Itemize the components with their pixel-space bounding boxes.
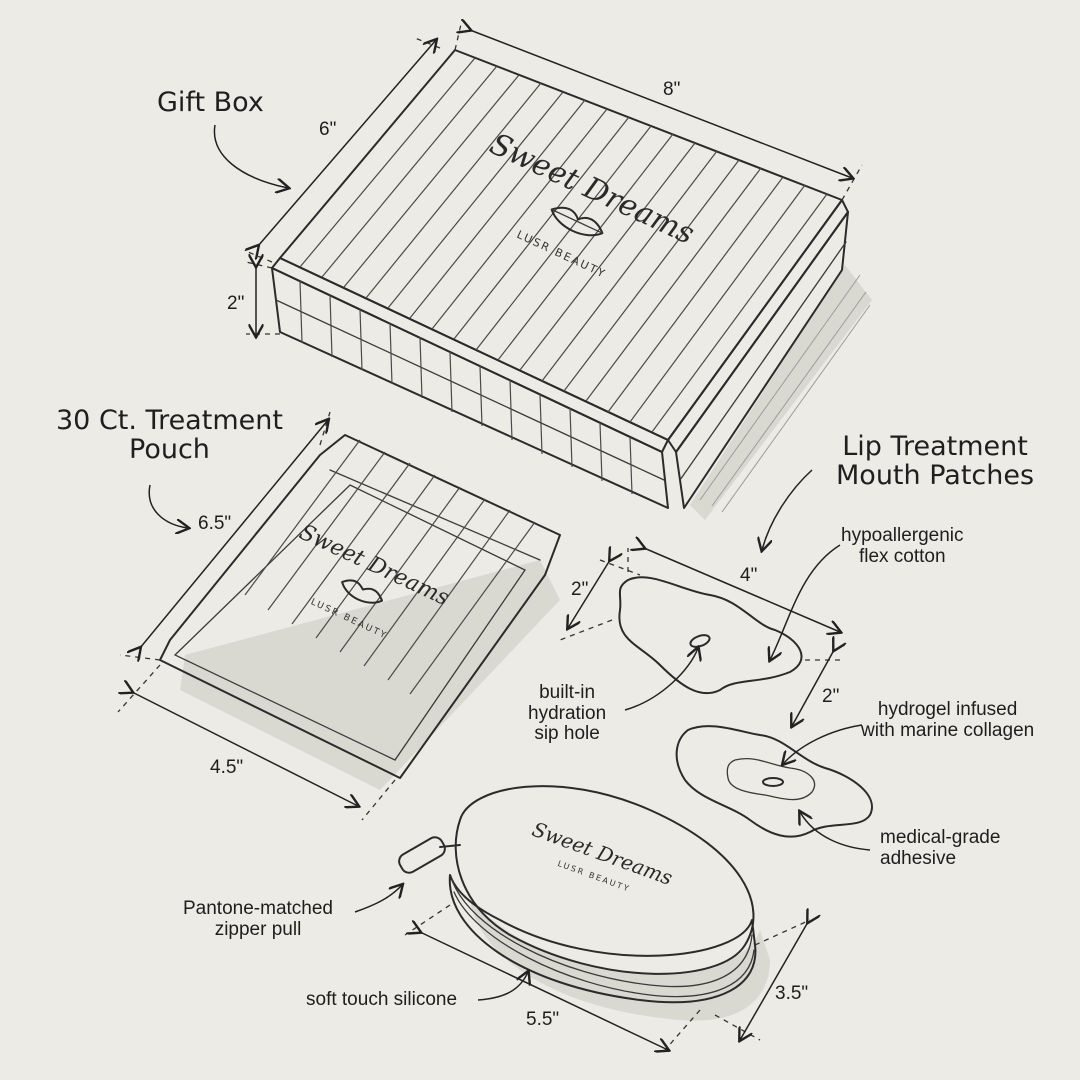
hypoallergenic-arrow bbox=[770, 544, 841, 660]
pouch-height-text: 6.5" bbox=[198, 513, 232, 534]
mouth-patch-bottom bbox=[675, 725, 873, 838]
gift-box-lid bbox=[279, 49, 843, 441]
box-width-dimension-line bbox=[258, 40, 436, 246]
patch-height-bottom-dimension-line bbox=[792, 650, 834, 726]
patch-height-1-text: 2" bbox=[571, 579, 589, 600]
mouth-patch-top bbox=[618, 576, 803, 695]
box-width-text: 6" bbox=[319, 119, 337, 140]
hydrogel-arrow bbox=[783, 724, 863, 764]
gift-box-shadow bbox=[690, 265, 872, 520]
case-depth-text: 3.5" bbox=[775, 983, 809, 1004]
gift-box-side bbox=[675, 211, 849, 509]
gift-box-arrow bbox=[213, 124, 288, 188]
patch-height-2-text: 2" bbox=[822, 686, 840, 707]
gift-box-seam bbox=[275, 299, 665, 481]
gift-box-side-seam bbox=[679, 241, 847, 481]
sip-hole-bottom bbox=[762, 777, 784, 787]
silicone-case: Sweet Dreams LUSR BEAUTY bbox=[398, 785, 770, 1021]
pouch-width-dimension-line bbox=[132, 692, 358, 806]
silicone-callout: soft touch silicone bbox=[306, 989, 458, 1010]
callout-arrows bbox=[148, 124, 871, 1001]
case-width-text: 5.5" bbox=[526, 1009, 560, 1030]
case-width-dimension-line bbox=[420, 932, 668, 1050]
zipper-callout: Pantone-matched zipper pull bbox=[183, 898, 333, 940]
gift-box-dimensions bbox=[246, 20, 863, 336]
box-length-text: 8" bbox=[663, 79, 681, 100]
case-shadow bbox=[470, 900, 770, 1021]
case-dimensions bbox=[404, 904, 810, 1050]
lips-logo-icon bbox=[550, 206, 604, 237]
adhesive-arrow bbox=[800, 812, 871, 851]
sip-hole-arrow bbox=[624, 648, 698, 711]
pouch-lips-icon bbox=[341, 579, 383, 604]
zipper-pull-icon bbox=[398, 836, 461, 874]
pouch-dimensions bbox=[117, 411, 396, 821]
case-logo: Sweet Dreams LUSR BEAUTY bbox=[529, 817, 676, 894]
adhesive-callout: medical-grade adhesive bbox=[880, 827, 1001, 869]
patch-width-text: 4" bbox=[740, 565, 758, 586]
zipper-arrow bbox=[354, 885, 402, 913]
treatment-pouch-label: 30 Ct. Treatment Pouch bbox=[56, 405, 283, 466]
gift-box-label: Gift Box bbox=[157, 87, 264, 118]
gift-box-shadow-hatch bbox=[699, 274, 871, 513]
hydrogel-inner-pad bbox=[726, 758, 816, 801]
mouth-patch-top-shape bbox=[618, 576, 803, 695]
pouch-zip-seal bbox=[329, 469, 541, 561]
box-length-dimension-line bbox=[470, 30, 852, 178]
box-height-text: 2" bbox=[227, 293, 245, 314]
sip-hole-callout: built-in hydration sip hole bbox=[528, 682, 607, 745]
mouth-patch-bottom-shape bbox=[675, 725, 873, 838]
gift-box-front bbox=[271, 267, 669, 509]
pouch-width-text: 4.5" bbox=[210, 757, 244, 778]
mouth-patches-arrow bbox=[762, 469, 813, 550]
gift-box-logo: Sweet Dreams LUSR BEAUTY bbox=[484, 127, 699, 281]
case-depth-dimension-line bbox=[740, 922, 808, 1040]
pouch-arrow bbox=[148, 484, 188, 528]
pouch-brand-name: Sweet Dreams bbox=[295, 520, 453, 611]
gift-box-front-stripes bbox=[299, 280, 633, 495]
mouth-patches-label: Lip Treatment Mouth Patches bbox=[836, 431, 1035, 492]
gift-box: Sweet Dreams LUSR BEAUTY bbox=[271, 49, 872, 520]
pouch-height-dimension-line bbox=[140, 420, 328, 648]
patch-height-top-dimension-line bbox=[568, 560, 610, 628]
patch-dimensions bbox=[559, 548, 845, 726]
silicone-arrow bbox=[477, 972, 528, 1001]
hydrogel-callout: hydrogel infused with marine collagen bbox=[861, 699, 1035, 741]
gift-box-brand-name: Sweet Dreams bbox=[484, 127, 699, 252]
patch-width-dimension-line bbox=[644, 548, 840, 632]
sip-hole-top bbox=[689, 634, 711, 648]
hypoallergenic-callout: hypoallergenic flex cotton bbox=[841, 525, 964, 567]
